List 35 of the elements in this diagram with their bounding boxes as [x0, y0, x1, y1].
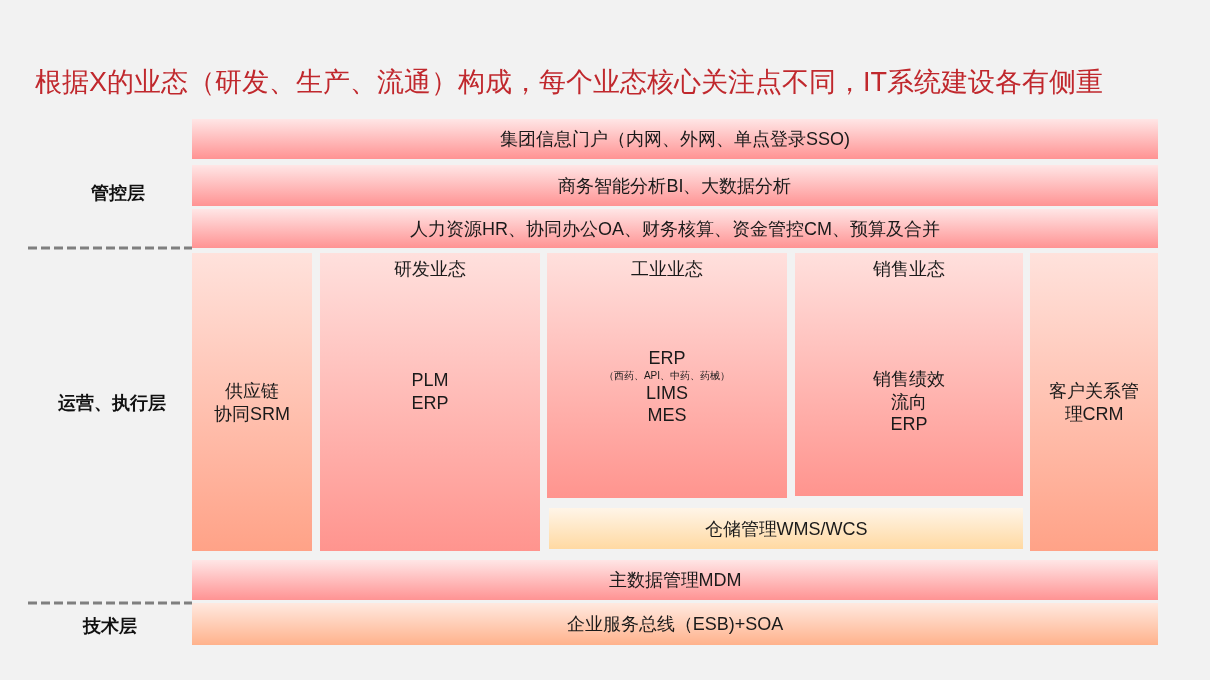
system-name: 客户关系管理CRM — [1048, 380, 1140, 425]
domain-panel — [320, 253, 540, 551]
system-name: 销售绩效 — [873, 368, 945, 391]
layer-label: 技术层 — [81, 615, 138, 637]
system-name: ERP — [890, 413, 928, 436]
band-label: 主数据管理MDM — [607, 569, 743, 591]
band-label: 集团信息门户（内网、外网、单点登录SSO) — [499, 128, 851, 150]
system-name: 流向 — [891, 390, 927, 413]
band-label: 商务智能分析BI、大数据分析 — [557, 174, 793, 197]
layer-label: 管控层 — [90, 182, 146, 204]
domain-panel — [1030, 253, 1158, 551]
scope-note: （西药、API、中药、药械） — [603, 369, 731, 382]
panel-heading: 销售业态 — [873, 258, 945, 280]
system-band — [549, 508, 1023, 549]
system-name: ERP — [648, 347, 686, 370]
system-name: ERP — [411, 391, 449, 414]
domain-panel — [192, 253, 312, 551]
band-label: 仓储管理WMS/WCS — [703, 517, 869, 540]
domain-panel — [795, 253, 1023, 496]
system-band — [192, 119, 1158, 159]
panel-heading: 工业业态 — [631, 258, 703, 280]
system-band — [192, 209, 1158, 248]
band-label: 企业服务总线（ESB)+SOA — [565, 613, 785, 635]
system-name: 供应链协同SRM — [214, 380, 290, 425]
system-name: PLM — [411, 369, 449, 392]
system-band — [192, 603, 1158, 645]
system-band — [192, 165, 1158, 206]
domain-panel — [547, 253, 787, 498]
system-name: LIMS — [646, 381, 688, 404]
layer-label: 运营、执行层 — [57, 392, 167, 414]
page-title: 根据X的业态（研发、生产、流通）构成，每个业态核心关注点不同，IT系统建设各有侧重 — [35, 66, 1103, 99]
system-name: MES — [647, 404, 687, 427]
panel-heading: 研发业态 — [394, 258, 466, 280]
band-label: 人力资源HR、协同办公OA、财务核算、资金管控CM、预算及合并 — [409, 217, 941, 240]
system-band — [192, 560, 1158, 600]
